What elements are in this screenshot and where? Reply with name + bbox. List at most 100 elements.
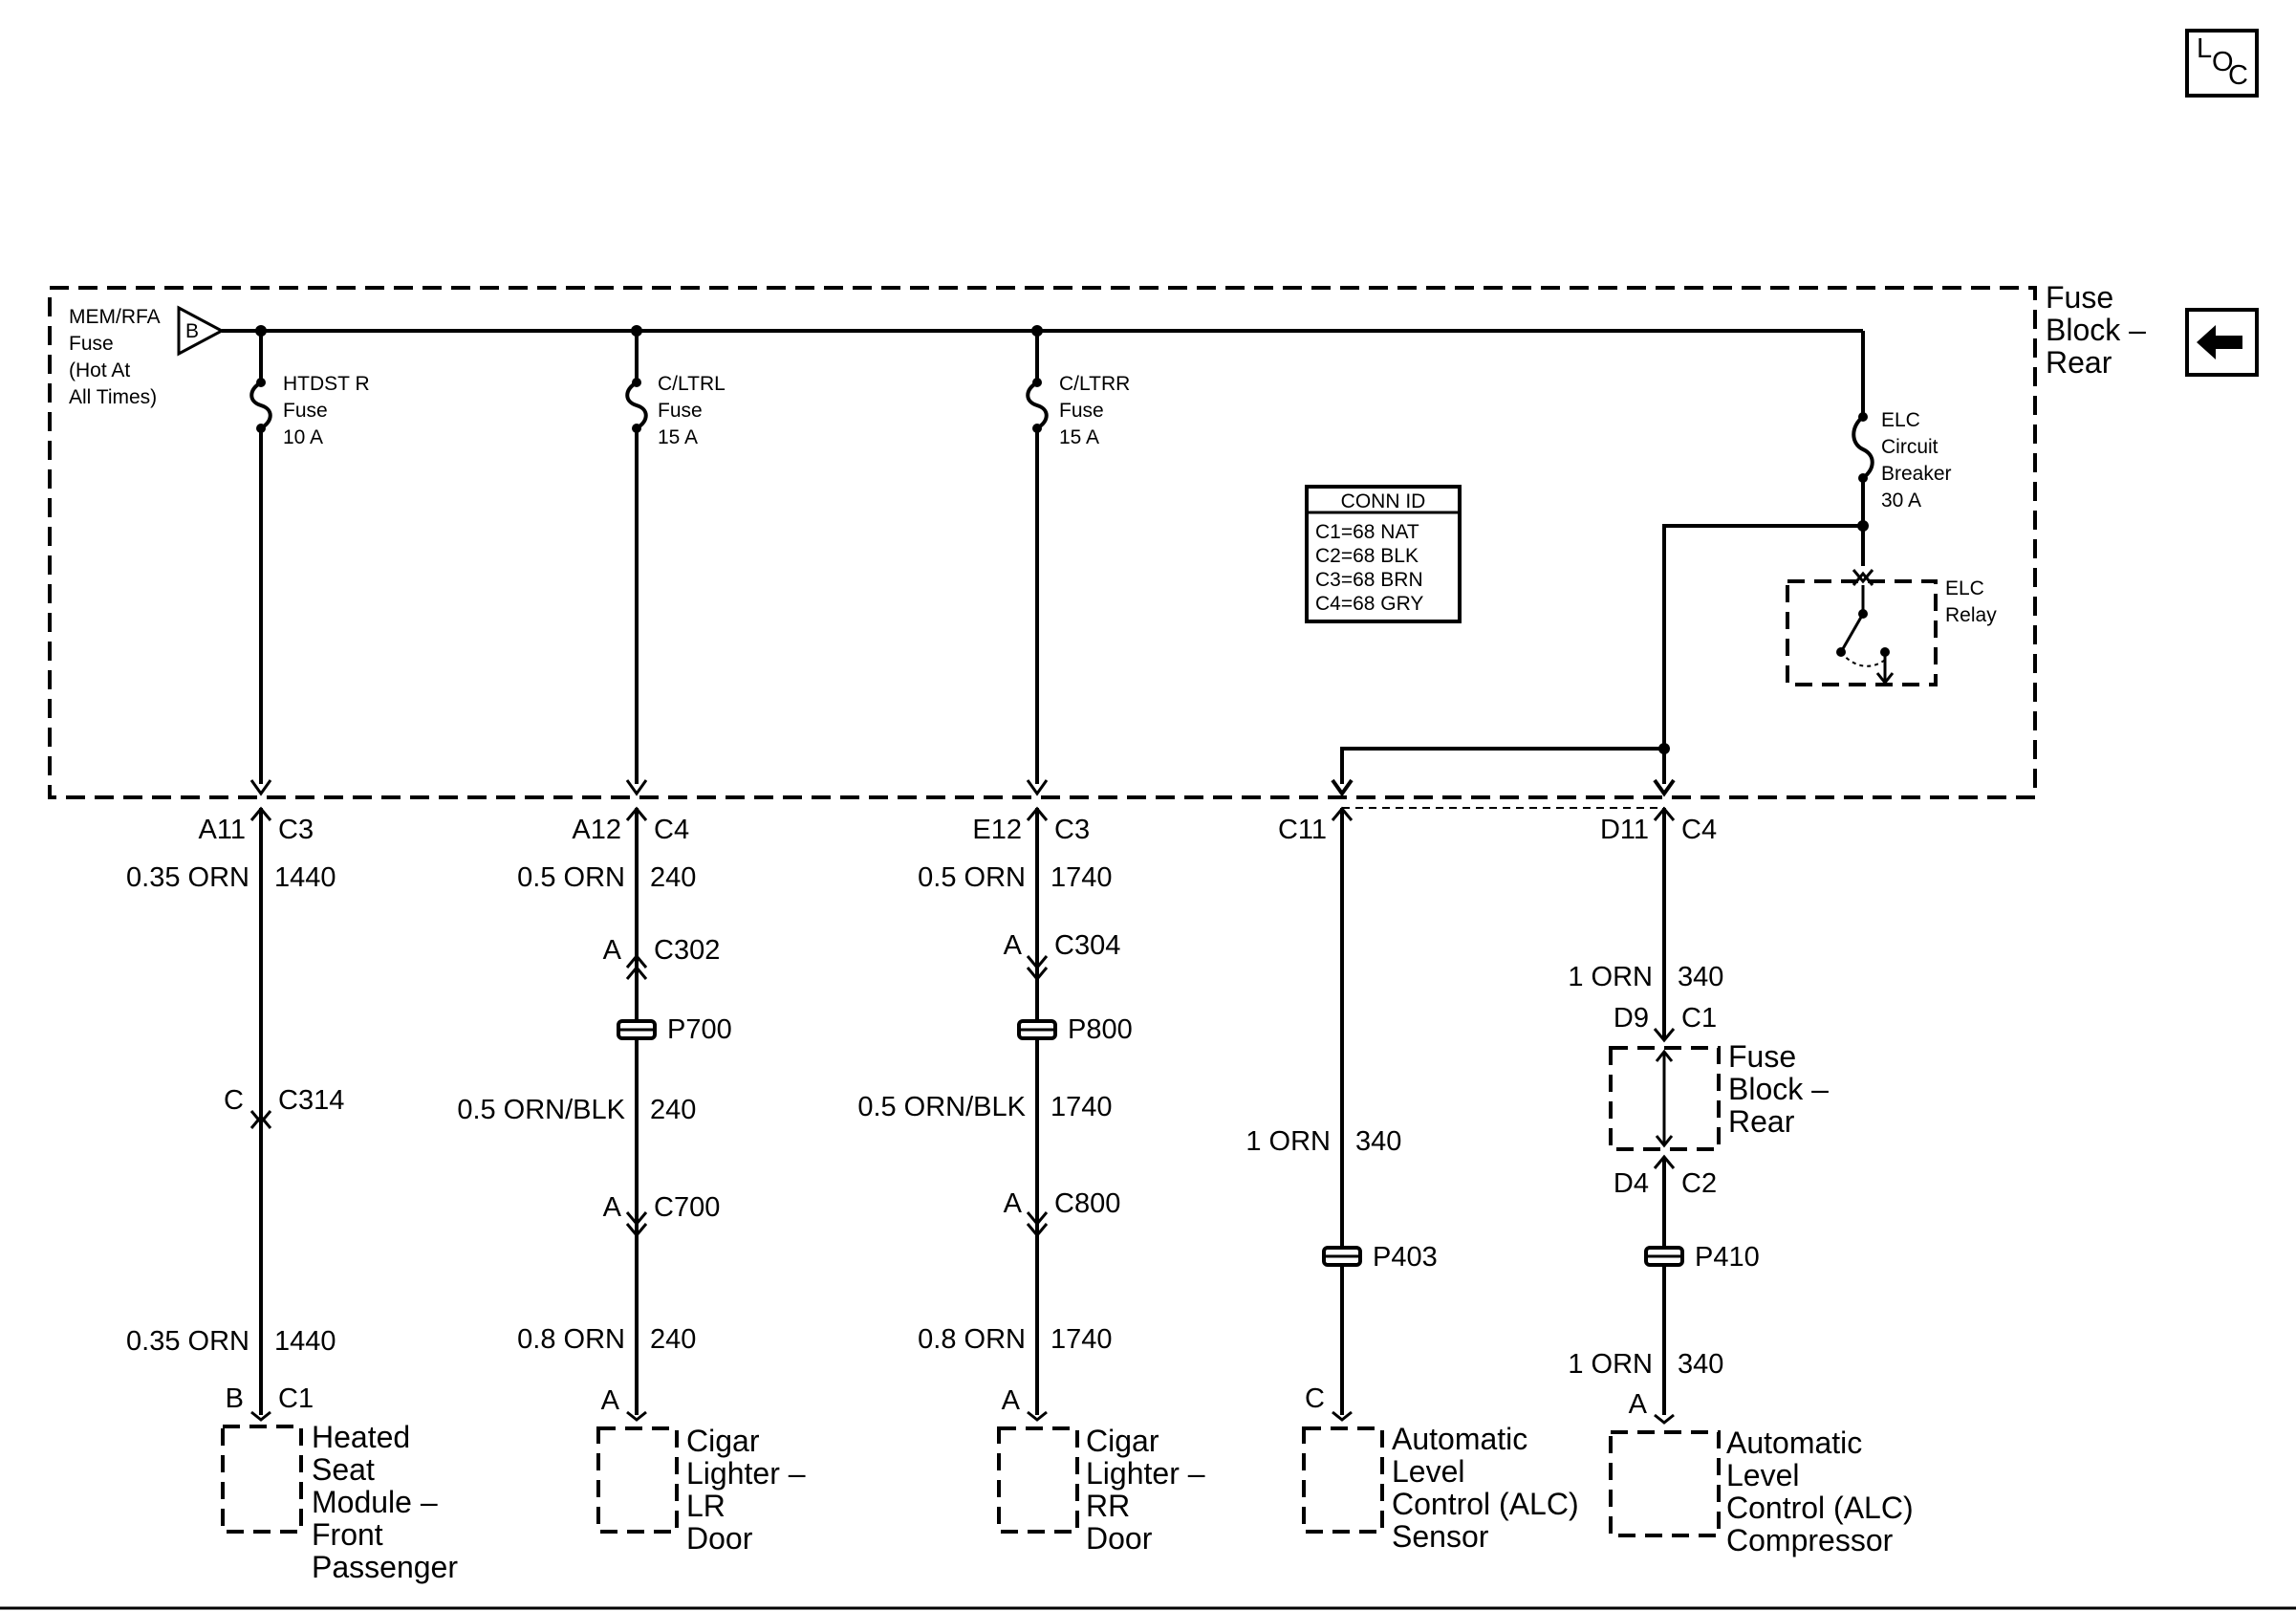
wire-gauge-label: 1 ORN — [1568, 1349, 1653, 1380]
alc-feed-splice — [1658, 743, 1670, 754]
connector-label: C2 — [1681, 1168, 1717, 1199]
circuit-heated-seat — [221, 806, 303, 1534]
cigar-lighter-lr-box — [596, 1426, 679, 1534]
circuit-number-label: 240 — [650, 1324, 696, 1355]
fuse-c-ltrr — [1026, 331, 1049, 796]
alc-sensor-label: Automatic Level Control (ALC) Sensor — [1392, 1422, 1588, 1554]
circuit-number-label: 240 — [650, 862, 696, 893]
circuit-number-label: 340 — [1355, 1126, 1401, 1157]
fuse-htdst-r-label: HTDST R Fuse 10 A — [283, 373, 375, 448]
cigar-lighter-rr-box — [997, 1426, 1079, 1534]
connector-label: C1 — [1681, 1003, 1717, 1034]
wire-gauge-label: 1 ORN — [1245, 1126, 1331, 1157]
connector-label: C314 — [278, 1085, 344, 1116]
alc-sensor-box — [1302, 1426, 1384, 1534]
wire-gauge-label: 1 ORN — [1568, 962, 1653, 992]
conn-id-row: C3=68 BRN — [1315, 569, 1423, 591]
pin-label: D9 — [1614, 1003, 1649, 1034]
pin-label: D4 — [1614, 1168, 1649, 1199]
elc-circuit-breaker-label: ELC Circuit Breaker 30 A — [1881, 409, 1957, 512]
pin-label: B — [226, 1383, 244, 1414]
wire-gauge-label: 0.35 ORN — [126, 1326, 249, 1357]
source-fuse-label: MEM/RFA Fuse (Hot At All Times) — [69, 306, 164, 408]
splice-label: P403 — [1373, 1242, 1438, 1273]
pin-label: A — [1004, 1188, 1023, 1219]
splice-label: P700 — [667, 1014, 732, 1045]
fuse-block-outline — [48, 286, 2037, 799]
heated-seat-module-box — [221, 1425, 303, 1534]
connector-label: C302 — [654, 935, 720, 966]
splice-label: P410 — [1695, 1242, 1760, 1273]
circuit-cigar-lighter-rr — [997, 806, 1079, 1534]
connector-label: C700 — [654, 1192, 720, 1223]
pin-label: A — [1629, 1389, 1648, 1420]
splice-label: P800 — [1068, 1014, 1133, 1045]
wire-gauge-label: 0.5 ORN — [918, 862, 1026, 893]
wire-gauge-label: 0.8 ORN — [517, 1324, 625, 1355]
wire-gauge-label: 0.5 ORN — [517, 862, 625, 893]
pin-label: A — [603, 935, 622, 966]
pin-label: C — [224, 1085, 244, 1116]
cigar-lighter-rr-label: Cigar Lighter – RR Door — [1086, 1424, 1213, 1556]
connector-label: C304 — [1054, 930, 1120, 961]
connector-label: C1 — [278, 1383, 314, 1414]
sub-fuse-block-box — [1609, 1046, 1721, 1151]
circuit-alc-sensor — [1302, 806, 1664, 1534]
loc-letter-o: O — [2212, 47, 2234, 77]
pin-label: A — [601, 1385, 620, 1416]
source-reference-letter: B — [185, 320, 199, 342]
back-button[interactable] — [2185, 308, 2259, 377]
pin-label: A11 — [199, 815, 246, 845]
circuit-number-label: 1440 — [274, 1326, 336, 1357]
pin-label: A — [1002, 1385, 1021, 1416]
fuse-c-ltrr-label: C/LTRR Fuse 15 A — [1059, 373, 1136, 448]
sub-fuse-block-label: Fuse Block – Rear — [1728, 1039, 1837, 1139]
conn-id-row: C4=68 GRY — [1315, 593, 1423, 615]
circuit-alc-compressor — [1609, 806, 1721, 1537]
elc-relay — [1786, 569, 1938, 686]
location-button[interactable]: L O C — [2185, 29, 2259, 98]
pin-label: A — [603, 1192, 622, 1223]
elc-circuit-breaker — [1852, 331, 1874, 566]
circuit-number-label: 340 — [1678, 962, 1723, 992]
left-arrow-icon — [2197, 325, 2242, 359]
wire-gauge-label: 0.35 ORN — [126, 862, 249, 893]
alc-feed-wire — [1331, 524, 1863, 797]
circuit-number-label: 1740 — [1051, 862, 1113, 893]
connector-label: C800 — [1054, 1188, 1120, 1219]
pin-label: C11 — [1278, 815, 1327, 845]
elc-relay-label: ELC Relay — [1945, 577, 1997, 626]
alc-compressor-box — [1609, 1430, 1721, 1537]
wire-gauge-label: 0.5 ORN/BLK — [857, 1092, 1026, 1122]
pin-label: D11 — [1600, 815, 1649, 845]
connector-label: C3 — [278, 815, 314, 845]
wire-gauge-label: 0.5 ORN/BLK — [457, 1095, 625, 1125]
circuit-cigar-lighter-lr — [596, 806, 679, 1534]
circuit-number-label: 240 — [650, 1095, 696, 1125]
alc-compressor-label: Automatic Level Control (ALC) Compressor — [1726, 1426, 1922, 1557]
fuse-c-ltrl-label: C/LTRL Fuse 15 A — [658, 373, 730, 448]
circuit-number-label: 1740 — [1051, 1324, 1113, 1355]
connector-label: C4 — [1681, 815, 1717, 845]
loc-letter-c: C — [2228, 60, 2248, 91]
pin-label: A — [1004, 930, 1023, 961]
conn-id-row: C1=68 NAT — [1315, 521, 1419, 543]
cigar-lighter-lr-label: Cigar Lighter – LR Door — [686, 1424, 813, 1556]
pin-label: A12 — [572, 815, 621, 845]
conn-id-row: C2=68 BLK — [1315, 545, 1419, 567]
connector-label: C4 — [654, 815, 689, 845]
circuit-number-label: 340 — [1678, 1349, 1723, 1380]
pin-label: E12 — [972, 815, 1022, 845]
conn-id-table: CONN ID C1=68 NAT C2=68 BLK C3=68 BRN C4… — [1305, 485, 1462, 623]
pin-label: C — [1305, 1383, 1325, 1414]
fuse-block-title: Fuse Block – Rear — [2046, 280, 2155, 380]
fuse-c-ltrl — [625, 331, 648, 796]
loc-letter-l: L — [2197, 33, 2212, 64]
wire-gauge-label: 0.8 ORN — [918, 1324, 1026, 1355]
circuit-number-label: 1740 — [1051, 1092, 1113, 1122]
conn-id-title: CONN ID — [1341, 490, 1426, 512]
source-reference-icon[interactable]: B — [177, 305, 226, 357]
fuse-htdst-r — [249, 331, 272, 796]
heated-seat-module-label: Heated Seat Module – Front Passenger — [312, 1420, 458, 1584]
circuit-number-label: 1440 — [274, 862, 336, 893]
